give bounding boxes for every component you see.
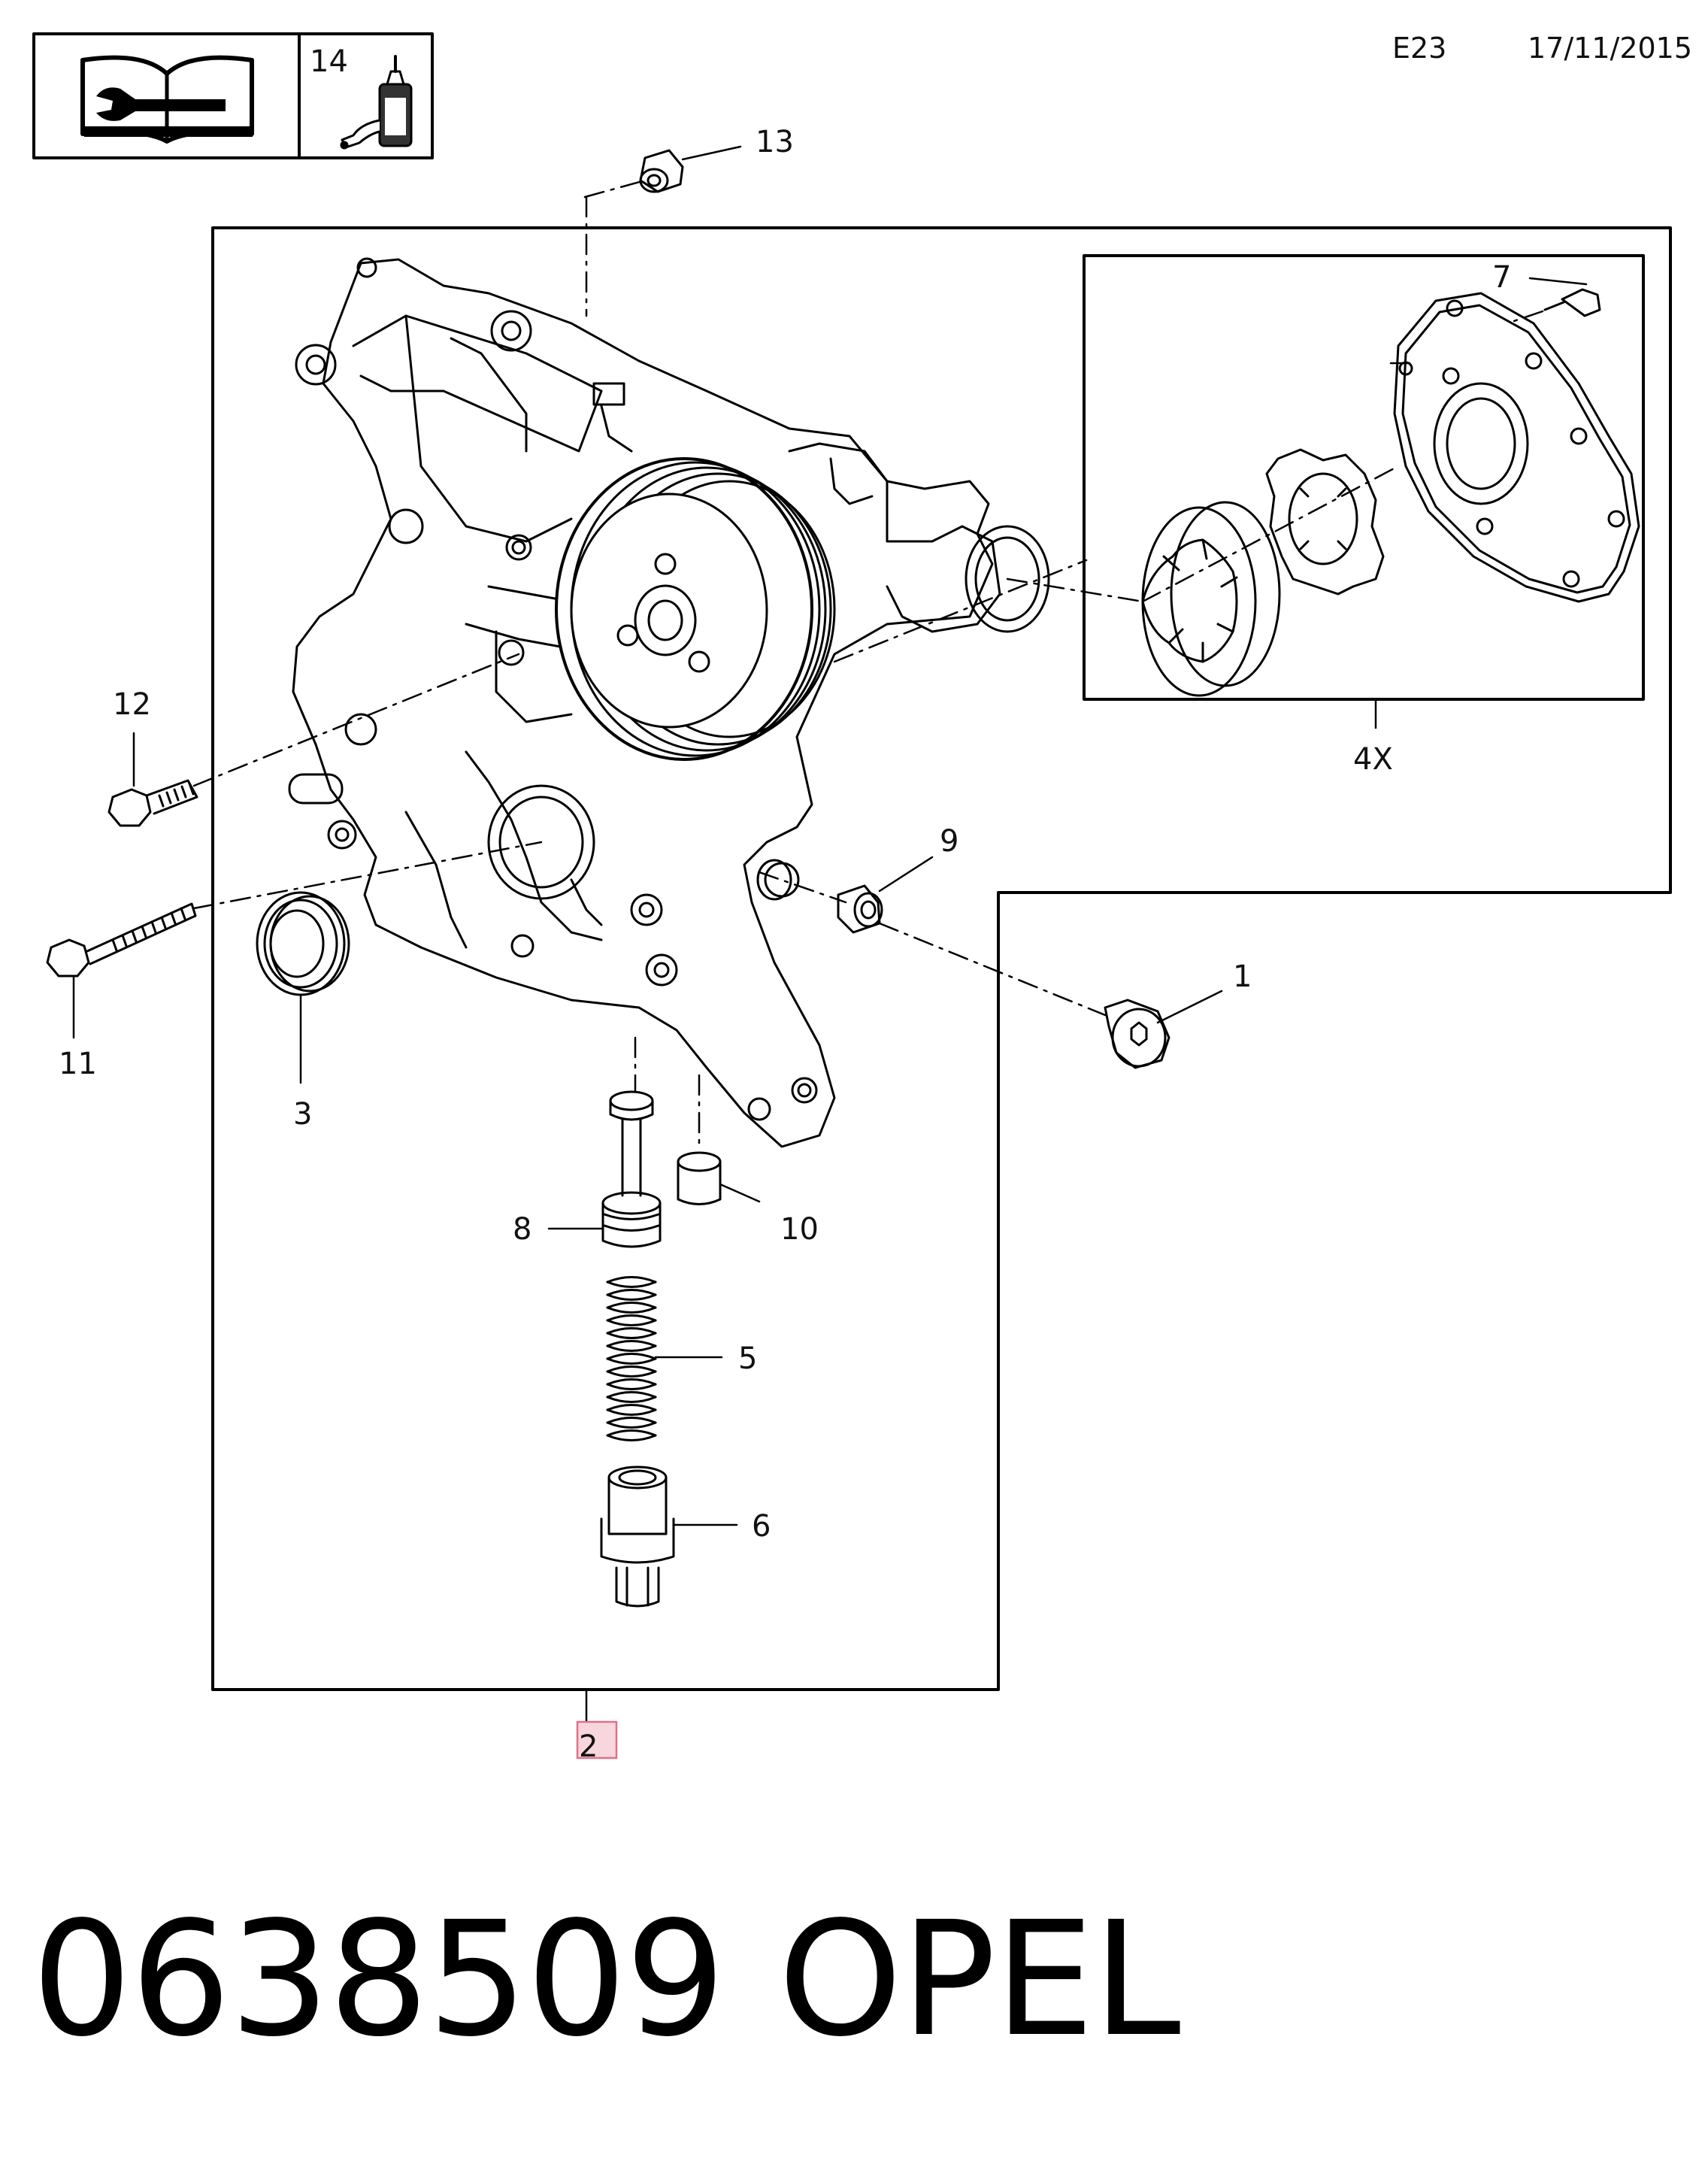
service-manual-icon	[80, 55, 254, 144]
diagram-code: E23	[1392, 32, 1446, 65]
o-ring-9	[756, 859, 792, 901]
callout-6: 6	[752, 1509, 771, 1544]
pump-cover-plate	[1393, 292, 1640, 603]
callout-10: 10	[780, 1212, 819, 1247]
screw-7	[1543, 288, 1601, 317]
brand-name: OPEL	[778, 1887, 1180, 2072]
bolt-12	[108, 779, 198, 827]
callout-7: 7	[1492, 260, 1511, 295]
legend-box	[32, 32, 434, 159]
sleeve-9	[837, 884, 883, 934]
assembly-lines	[192, 179, 1544, 1152]
callout-3: 3	[293, 1097, 312, 1132]
callout-12: 12	[113, 687, 151, 722]
callout-8: 8	[513, 1212, 531, 1247]
pin-10	[677, 1151, 722, 1205]
gear-inset-box	[1083, 254, 1645, 701]
pump-pulley	[555, 457, 836, 761]
valve-plunger-8	[601, 1090, 662, 1248]
inner-rotor	[1265, 448, 1385, 596]
callout-2-highlight	[576, 1720, 618, 1759]
plug-6	[600, 1465, 675, 1608]
callout-4x: 4X	[1353, 742, 1393, 777]
callout-2: 2	[579, 1729, 598, 1764]
callout-13: 13	[756, 125, 794, 159]
outer-rotor	[1141, 501, 1281, 697]
callout-5: 5	[738, 1341, 757, 1376]
callout-11: 11	[59, 1047, 97, 1081]
callout-9: 9	[940, 824, 958, 859]
spring-5	[606, 1276, 657, 1441]
diagram-date: 17/11/2015	[1528, 32, 1692, 65]
bushing-13	[639, 149, 684, 193]
legend-number: 14	[310, 44, 348, 79]
plug-1	[1104, 999, 1170, 1069]
bolt-11	[46, 902, 197, 977]
sealant-bottle-icon	[340, 55, 413, 150]
crank-seal	[256, 891, 350, 996]
front-cover-housing	[288, 257, 1050, 1148]
part-number: 0638509	[32, 1887, 724, 2072]
leader-lines	[72, 145, 1588, 1725]
callout-1: 1	[1233, 959, 1252, 994]
kit-frame	[211, 226, 1672, 1691]
